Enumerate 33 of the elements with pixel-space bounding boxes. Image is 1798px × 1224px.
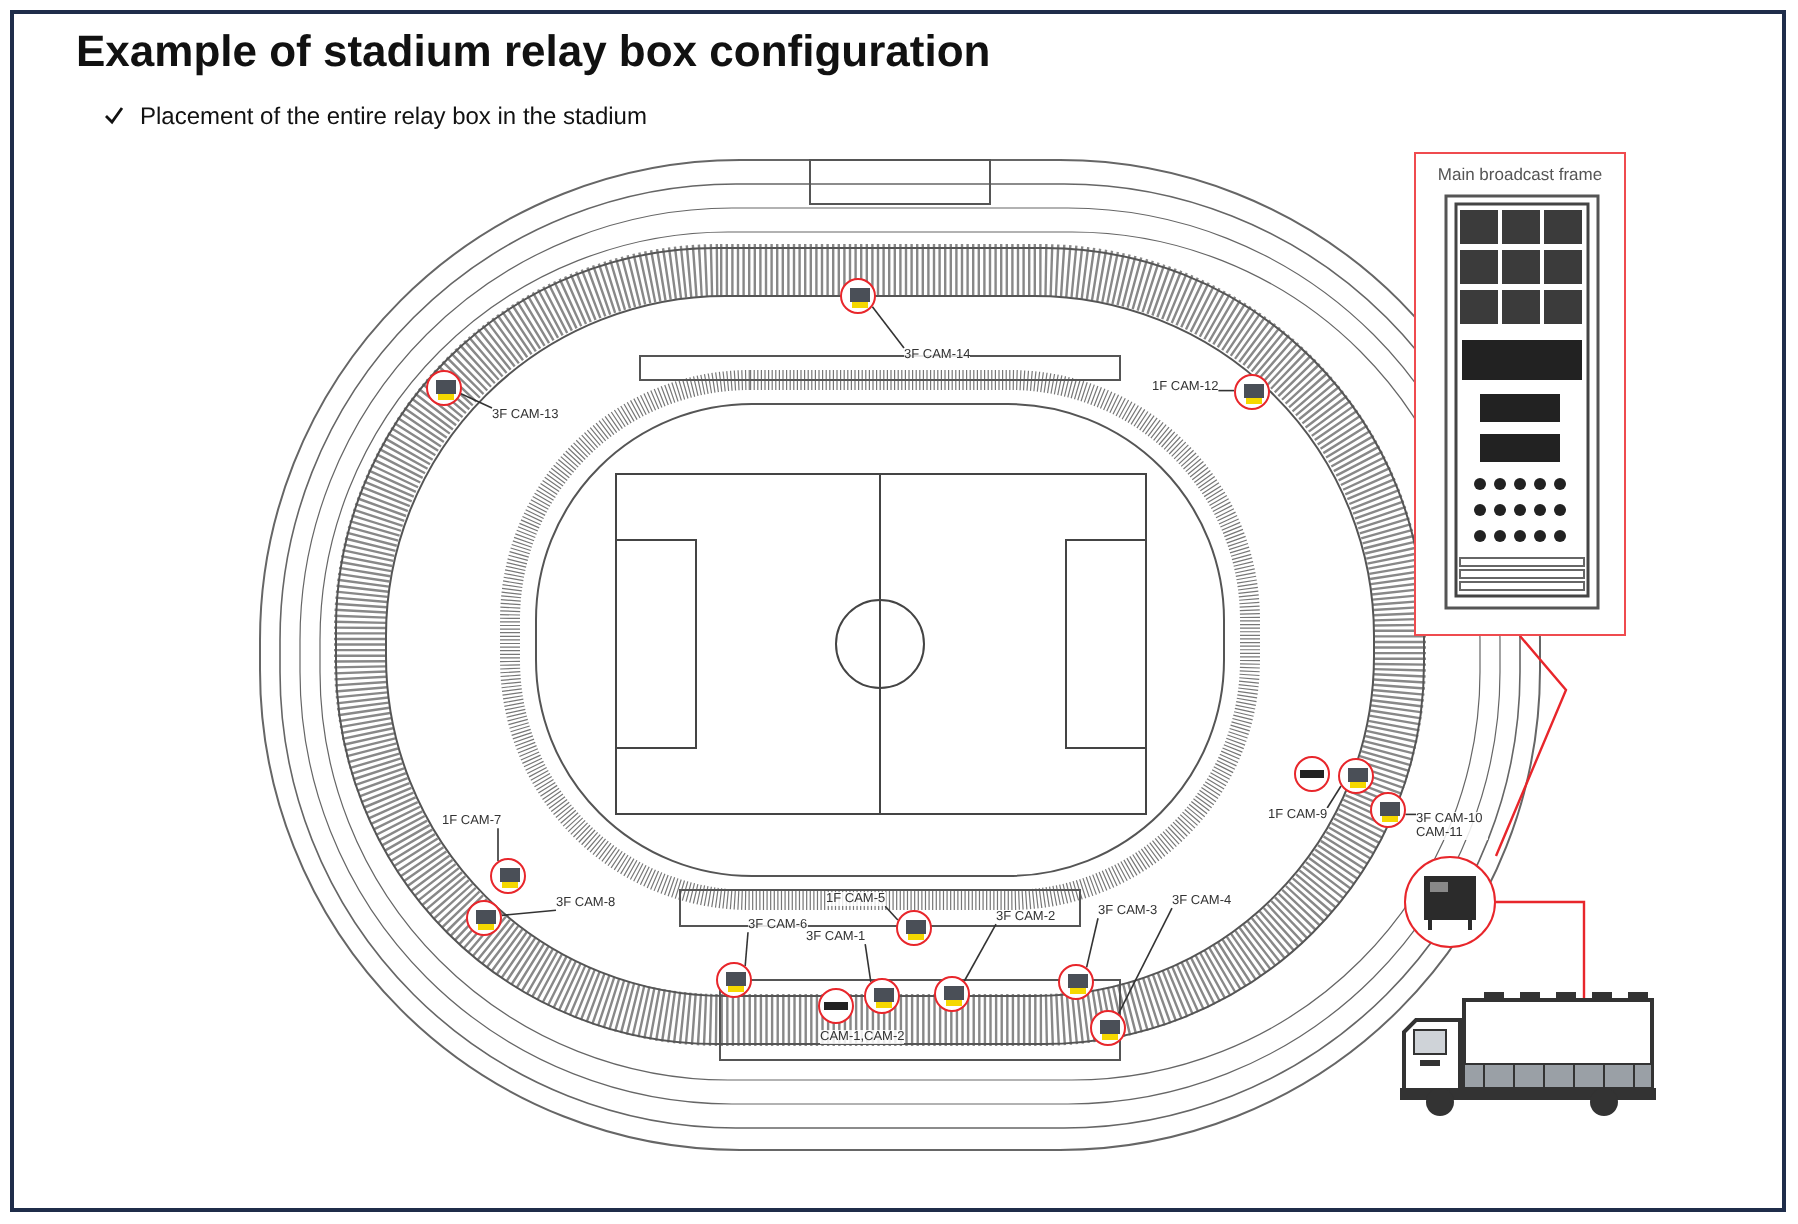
leader-line — [460, 393, 493, 409]
panel-heading: Main broadcast frame — [1435, 164, 1605, 184]
camera-relay-marker — [934, 976, 970, 1012]
leader-line — [1404, 813, 1417, 816]
subtitle: Placement of the entire relay box in the stadium — [140, 102, 647, 130]
relay-box-marker — [818, 988, 854, 1024]
title: Example of stadium relay box configuration — [76, 26, 991, 78]
camera-relay-marker — [1234, 374, 1270, 410]
leader-line — [1085, 917, 1099, 969]
leader-line — [744, 931, 749, 967]
camera-relay-marker — [1090, 1010, 1126, 1046]
leader-line — [864, 943, 872, 983]
leader-line — [963, 923, 997, 982]
camera-relay-marker — [1058, 964, 1094, 1000]
leader-line — [1217, 389, 1235, 392]
cabinet-marker — [1404, 856, 1496, 948]
leader-line — [884, 905, 899, 921]
camera-relay-marker — [1338, 758, 1374, 794]
camera-relay-marker — [716, 962, 752, 998]
camera-relay-marker — [840, 278, 876, 314]
camera-relay-marker — [426, 370, 462, 406]
camera-relay-marker — [490, 858, 526, 894]
camera-relay-marker — [1370, 792, 1406, 828]
camera-relay-marker — [864, 978, 900, 1014]
broadcast-frame-panel — [1414, 152, 1626, 636]
relay-box-marker — [1294, 756, 1330, 792]
camera-relay-marker — [896, 910, 932, 946]
leader-line — [871, 306, 905, 349]
camera-relay-marker — [466, 900, 502, 936]
cable-line — [1496, 900, 1586, 1004]
leader-line — [1117, 907, 1173, 1015]
leader-line — [1326, 785, 1342, 809]
leader-line — [497, 827, 499, 862]
